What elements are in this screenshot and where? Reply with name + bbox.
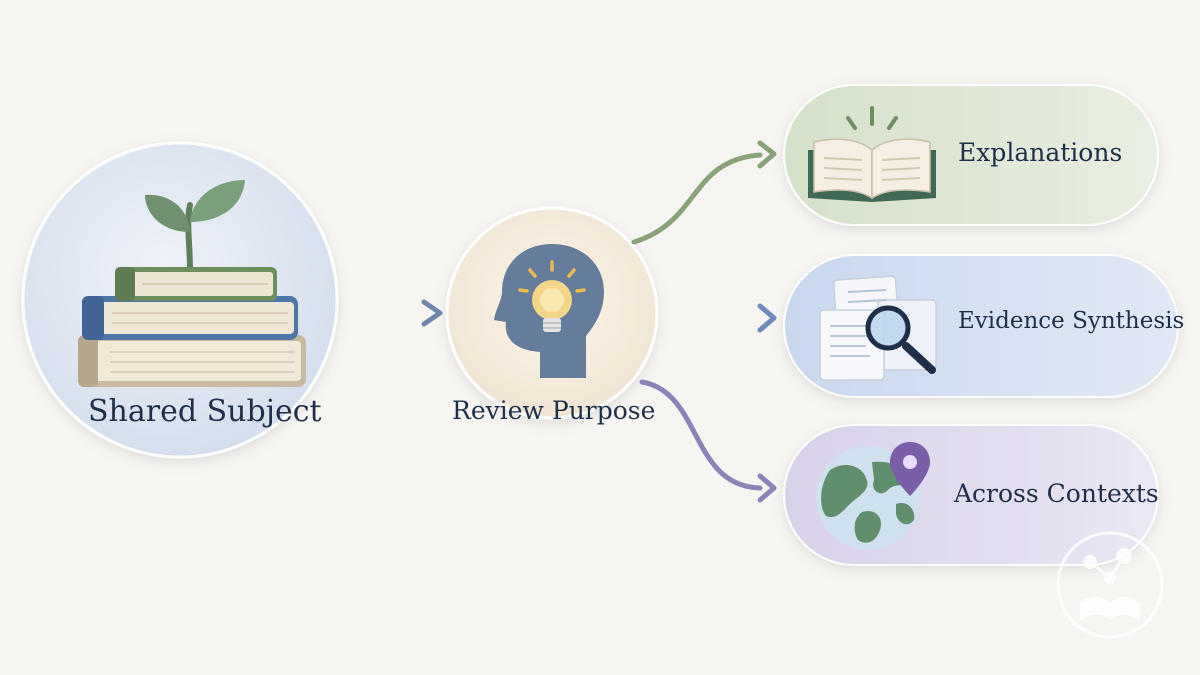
open-book-icon	[808, 106, 936, 202]
documents-magnifier-icon	[819, 275, 937, 381]
source-label: Shared Subject	[88, 394, 322, 429]
arrow-hub-to-explanations	[631, 140, 777, 245]
books-with-sprout-icon	[78, 180, 306, 387]
logo-watermark	[1056, 531, 1164, 639]
hub-label: Review Purpose	[452, 396, 656, 425]
arrow-hub-to-evidence	[657, 303, 777, 333]
globe-pin-icon	[816, 442, 930, 550]
output-label-evidence: Evidence Synthesis	[958, 308, 1185, 334]
arrow-source-to-hub	[369, 299, 443, 327]
arrow-hub-to-contexts	[639, 379, 777, 503]
output-label-contexts: Across Contexts	[954, 479, 1159, 508]
head-lightbulb-icon	[494, 244, 604, 378]
output-label-explanations: Explanations	[958, 138, 1123, 167]
